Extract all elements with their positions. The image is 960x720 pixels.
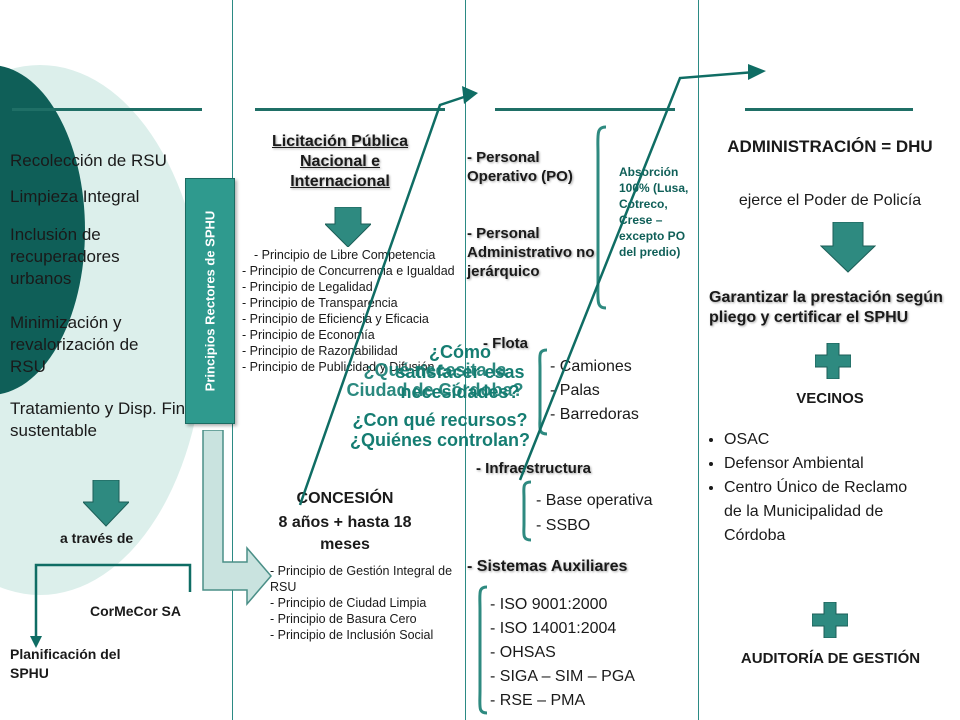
neighbors-item: Centro Único de Reclamo de la Municipali… — [724, 476, 924, 548]
staff-operative: - Personal Operativo (PO) — [467, 149, 573, 185]
principle-item: - Principio de Legalidad — [242, 280, 373, 294]
column-top-line — [12, 108, 202, 111]
fleet-list: - Camiones - Palas - Barredoras — [550, 355, 639, 427]
principle-item: - Principio de Economía — [242, 328, 375, 342]
planning-label: Planificación del SPHU — [10, 646, 121, 681]
principle-item: - Principio de Razonabilidad — [242, 344, 398, 358]
aux-item: - RSE – PMA — [490, 692, 586, 709]
decorative-circles — [0, 65, 205, 595]
down-arrow-icon — [83, 480, 129, 527]
neighbors-title: VECINOS — [796, 390, 864, 407]
aux-item: - ISO 9001:2000 — [490, 596, 608, 613]
infra-item: - Base operativa — [536, 492, 653, 509]
question-3: ¿Con qué recursos? ¿Quiénes controlan? — [349, 410, 531, 450]
question-2: ¿Cómo satisfacer esas necesidades? — [395, 342, 525, 402]
column-top-line — [495, 108, 675, 111]
column-separator — [698, 0, 699, 720]
admin-title: ADMINISTRACIÓN = DHU — [727, 137, 933, 156]
column-top-line — [745, 108, 913, 111]
down-arrow-icon — [325, 207, 371, 247]
bracket-icon — [478, 585, 488, 715]
admin-subtitle: ejerce el Poder de Policía — [738, 192, 922, 209]
tender-title: Licitación Pública Nacional e Internacio… — [271, 133, 409, 190]
concession-principle-item: - Principio de Inclusión Social — [270, 628, 434, 642]
concession-principles-list: - Principio de Gestión Integral de RSU -… — [270, 563, 460, 643]
question-1: ¿Qué necesita la Ciudad de Córdoba? — [346, 360, 524, 400]
concession-principle-item: - Principio de Basura Cero — [270, 612, 417, 626]
principles-banner: Principios Rectores de SPHU — [185, 178, 235, 424]
fleet-item: - Barredoras — [550, 406, 639, 423]
neighbors-list: OSAC Defensor Ambiental Centro Único de … — [708, 428, 924, 548]
infra-item: - SSBO — [536, 517, 591, 534]
col1-item: Minimización y revalorización de RSU — [10, 313, 139, 376]
concession-principle-item: - Principio de Ciudad Limpia — [270, 596, 427, 610]
aux-list: - ISO 9001:2000 - ISO 14001:2004 - OHSAS… — [490, 593, 635, 713]
elbow-arrow-icon — [202, 430, 272, 607]
absorption-note: Absorción 100% (Lusa, Cotreco, Crese – e… — [619, 165, 689, 259]
plus-cross-icon — [815, 343, 851, 379]
audit-label: AUDITORÍA DE GESTIÓN — [740, 650, 921, 667]
plus-cross-icon — [812, 602, 848, 638]
down-arrow-icon — [820, 222, 876, 273]
fleet-title: - Flota — [483, 335, 528, 352]
principle-item: - Principio de Eficiencia y Eficacia — [242, 312, 429, 326]
via-label: a través de — [60, 530, 134, 546]
infra-list: - Base operativa - SSBO — [536, 488, 653, 538]
concession-title: CONCESIÓN — [296, 490, 394, 507]
col1-item: Recolección de RSU — [10, 151, 167, 170]
concession-duration: 8 años + hasta 18 meses — [278, 514, 412, 553]
staff-admin: - Personal Administrativo no jerárquico — [467, 225, 595, 280]
principle-item: - Principio de Transparencia — [242, 296, 398, 310]
col1-item-list: Recolección de RSU Limpieza Integral Inc… — [10, 150, 210, 442]
neighbors-item: OSAC — [724, 428, 924, 452]
fleet-item: - Camiones — [550, 358, 632, 375]
concession-principle-item: - Principio de Gestión Integral de RSU — [270, 564, 453, 594]
principle-item: - Principio de Concurrencia e Igualdad — [242, 264, 455, 278]
neighbors-item: Defensor Ambiental — [724, 452, 924, 476]
col1-item: Inclusión de recuperadores urbanos — [10, 225, 120, 288]
bracket-icon — [538, 348, 548, 436]
column-top-line — [255, 108, 445, 111]
aux-item: - OHSAS — [490, 644, 556, 661]
bracket-icon — [522, 480, 532, 542]
aux-title: - Sistemas Auxiliares — [467, 558, 628, 575]
fleet-item: - Palas — [550, 382, 600, 399]
infra-title: - Infraestructura — [476, 460, 592, 477]
tender-principles-list: - Principio de Libre Competencia - Princ… — [242, 247, 457, 375]
bracket-icon — [596, 125, 607, 310]
principle-item: - Principio de Publicidad y Difusión — [242, 360, 435, 374]
entity-label: CorMeCor SA — [90, 603, 182, 619]
guarantee-text: Garantizar la prestación según pliego y … — [709, 289, 943, 326]
col1-item: Limpieza Integral — [10, 187, 140, 206]
aux-item: - SIGA – SIM – PGA — [490, 668, 635, 685]
connector-lines-left — [30, 563, 192, 648]
col1-item: Tratamiento y Disp. Final sustentable — [10, 399, 199, 440]
aux-item: - ISO 14001:2004 — [490, 620, 617, 637]
column-separator — [465, 0, 466, 720]
